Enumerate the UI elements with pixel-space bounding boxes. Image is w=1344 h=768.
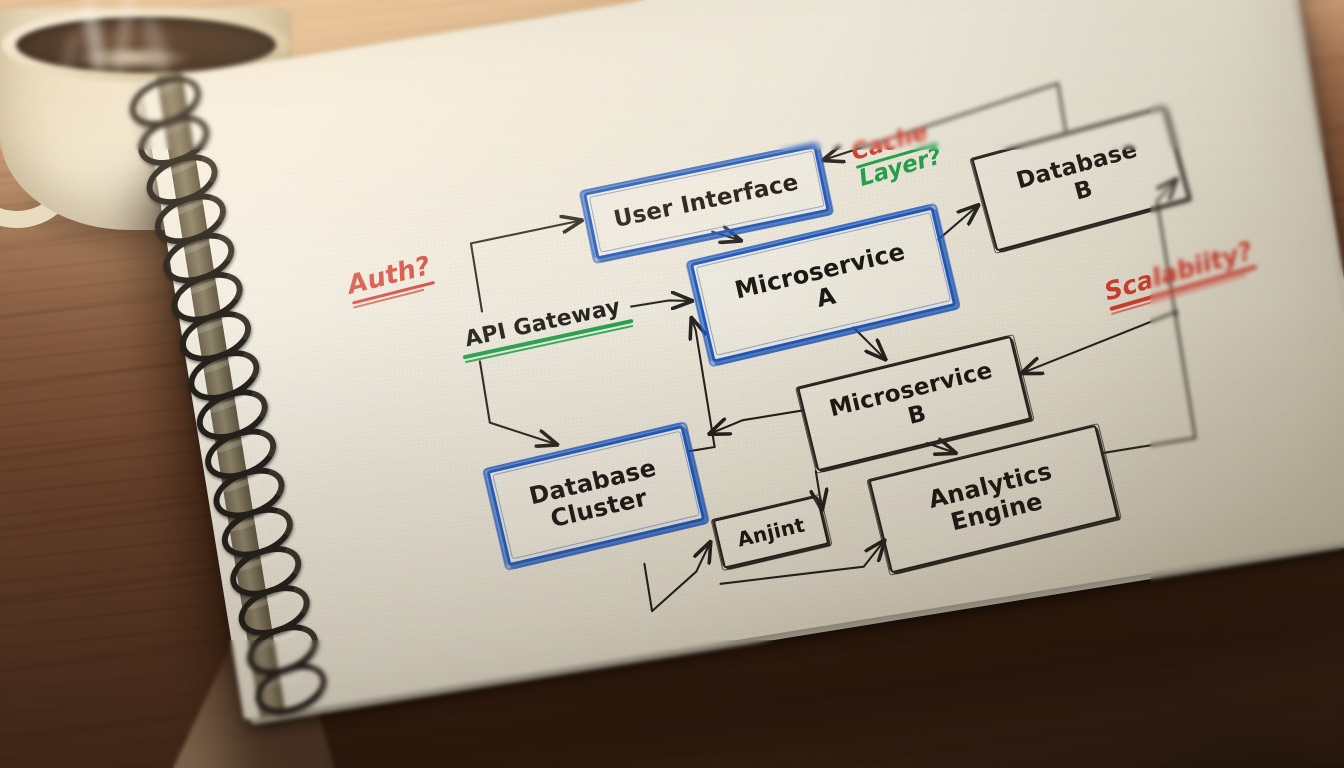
photo-scene: User Interface API Gateway Microservice … [0, 0, 1344, 768]
